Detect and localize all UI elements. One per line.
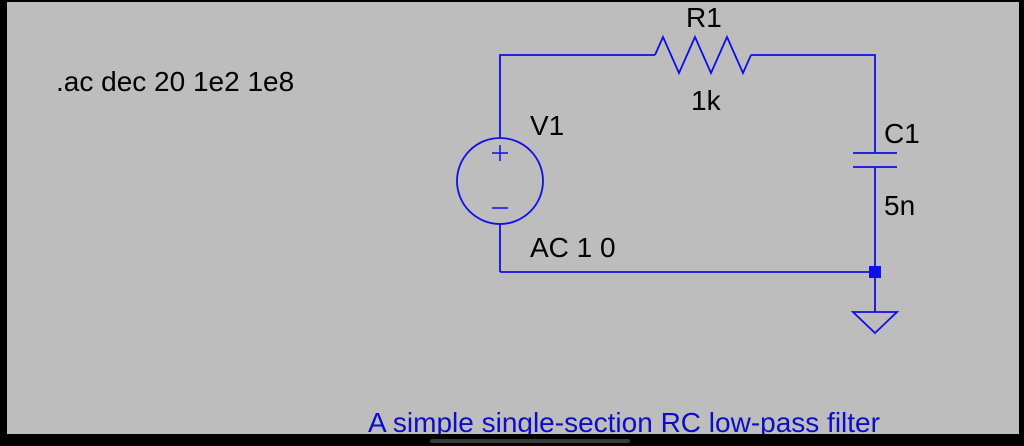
window-frame-top [0,0,1024,2]
ground-icon[interactable] [850,311,900,335]
capacitor-value-label[interactable]: 5n [884,190,915,221]
voltage-source-symbol[interactable] [456,137,544,225]
window-frame-left [0,0,7,446]
spice-directive[interactable]: .ac dec 20 1e2 1e8 [56,66,294,97]
schematic-comment[interactable]: A simple single-section RC low-pass filt… [368,407,880,438]
source-name-label[interactable]: V1 [530,110,564,141]
capacitor-name-label[interactable]: C1 [884,118,920,149]
resistor-name-label[interactable]: R1 [686,2,722,33]
source-value-label[interactable]: AC 1 0 [530,232,616,263]
resistor-value-label[interactable]: 1k [691,85,722,116]
resistor-symbol[interactable] [654,34,752,76]
wire-top-left[interactable] [499,54,655,138]
window-frame-right [1019,0,1024,446]
wire-top-right[interactable] [751,54,876,153]
window-frame-highlight [430,439,630,443]
